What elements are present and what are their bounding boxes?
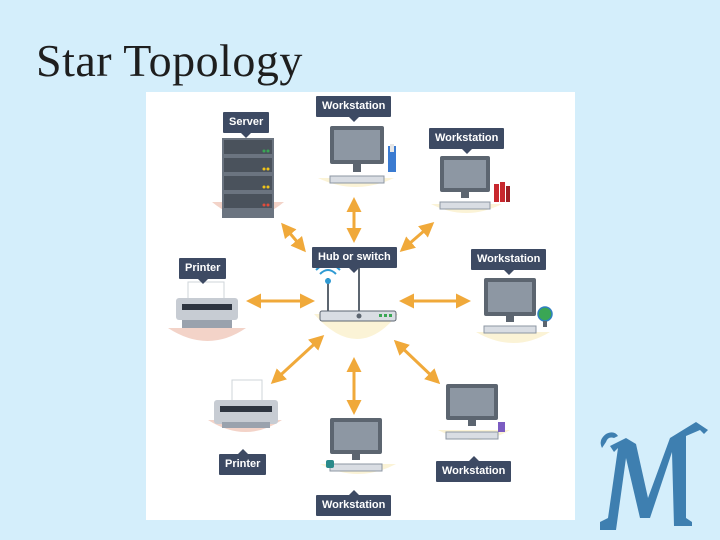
star-topology-diagram: Server Workstation Workstation Hub or sw… <box>146 92 575 520</box>
hub-switch-icon <box>314 263 398 339</box>
arrow-workstation-top-right <box>399 222 435 252</box>
workstation-bottom-icon <box>320 418 396 474</box>
node-label-workstation-bottom-right: Workstation <box>436 456 512 482</box>
node-label-printer-left: Printer <box>179 258 227 284</box>
printer-bottom-left-icon <box>208 379 282 432</box>
node-label-workstation-bottom: Workstation <box>316 490 392 516</box>
server-rack-icon <box>212 138 284 218</box>
workstation-top-icon <box>318 126 396 187</box>
node-label-workstation-top-right: Workstation <box>429 128 505 154</box>
workstation-bottom-right-icon <box>438 384 510 440</box>
node-label-server: Server <box>223 112 270 138</box>
diagram-graphics <box>168 126 553 474</box>
connection-arrows <box>246 197 471 415</box>
arrow-workstation-bottom-right <box>393 339 441 385</box>
slide-title: Star Topology <box>36 35 303 86</box>
node-label-workstation-top: Workstation <box>316 96 392 122</box>
node-label-printer-bottom-left: Printer <box>219 449 267 475</box>
workstation-top-right-icon <box>431 156 510 213</box>
printer-left-icon <box>168 281 246 341</box>
node-label-workstation-right: Workstation <box>471 249 547 275</box>
arrow-server <box>281 222 306 253</box>
workstation-right-icon <box>476 278 553 343</box>
hub-label: Hub or switch <box>312 247 397 273</box>
monogram-watermark-icon <box>600 422 708 530</box>
arrow-printer-bottom-left <box>270 334 325 385</box>
